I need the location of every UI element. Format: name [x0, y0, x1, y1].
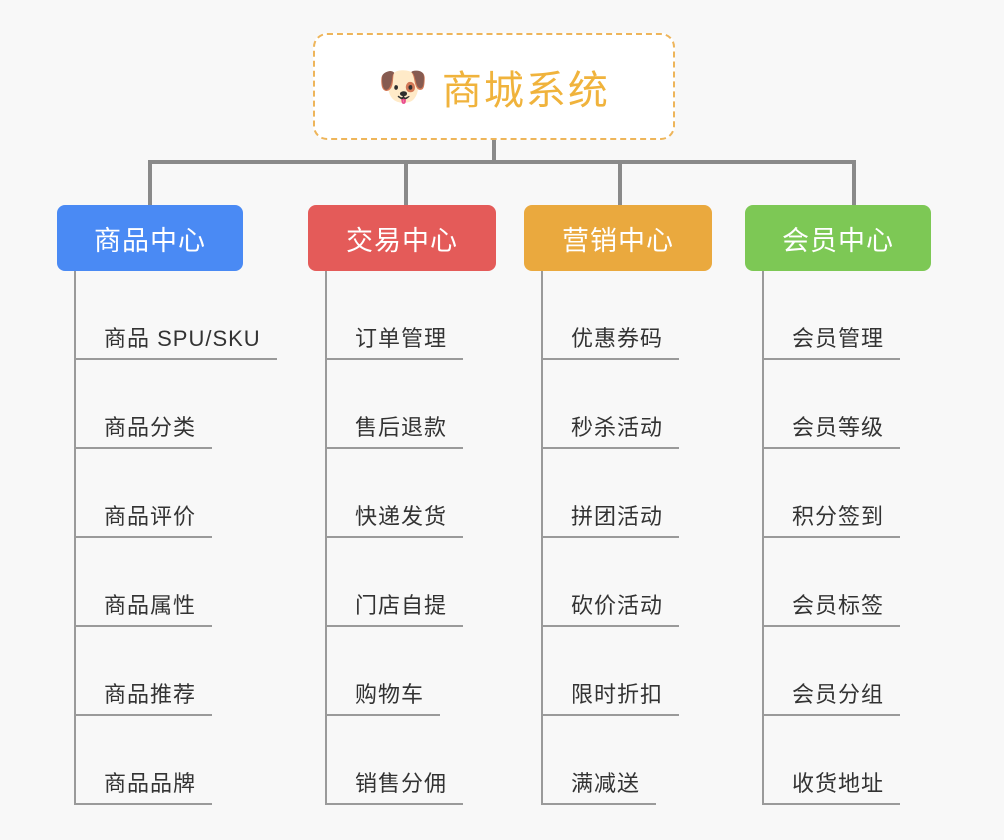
category-label: 会员中心 — [782, 225, 894, 256]
leaf-label: 限时折扣 — [543, 677, 680, 716]
root-title: 商城系统 — [441, 68, 610, 113]
category-label: 交易中心 — [346, 225, 458, 256]
leaf-label: 会员等级 — [764, 410, 901, 449]
branch-trade-center: 交易中心 订单管理 售后退款 快递发货 门店自提 购物车 销售分佣 — [308, 205, 496, 805]
leaf-label: 销售分佣 — [327, 766, 464, 805]
connector-horizontal-bar — [148, 160, 856, 164]
list-item[interactable]: 商品品牌 — [76, 716, 277, 805]
branch-marketing-center: 营销中心 优惠券码 秒杀活动 拼团活动 砍价活动 限时折扣 满减送 — [524, 205, 712, 805]
list-item[interactable]: 秒杀活动 — [543, 360, 712, 449]
connector-drop-1 — [148, 160, 152, 208]
leaf-list-trade-center: 订单管理 售后退款 快递发货 门店自提 购物车 销售分佣 — [325, 271, 496, 805]
list-item[interactable]: 拼团活动 — [543, 449, 712, 538]
list-item[interactable]: 商品属性 — [76, 538, 277, 627]
list-item[interactable]: 优惠券码 — [543, 271, 712, 360]
category-header-product-center[interactable]: 商品中心 — [57, 205, 243, 271]
category-header-member-center[interactable]: 会员中心 — [745, 205, 931, 271]
list-item[interactable]: 会员等级 — [764, 360, 931, 449]
list-item[interactable]: 商品推荐 — [76, 627, 277, 716]
leaf-label: 商品推荐 — [76, 677, 213, 716]
leaf-list-product-center: 商品 SPU/SKU 商品分类 商品评价 商品属性 商品推荐 商品品牌 — [74, 271, 277, 805]
list-item[interactable]: 销售分佣 — [327, 716, 496, 805]
shiba-dog-face-icon: 🐶 — [378, 64, 428, 109]
connector-drop-4 — [852, 160, 856, 208]
leaf-label: 商品评价 — [76, 499, 213, 538]
list-item[interactable]: 商品分类 — [76, 360, 277, 449]
leaf-label: 商品属性 — [76, 588, 213, 627]
category-header-trade-center[interactable]: 交易中心 — [308, 205, 496, 271]
branch-member-center: 会员中心 会员管理 会员等级 积分签到 会员标签 会员分组 收货地址 — [745, 205, 931, 805]
leaf-label: 售后退款 — [327, 410, 464, 449]
leaf-label: 积分签到 — [764, 499, 901, 538]
list-item[interactable]: 订单管理 — [327, 271, 496, 360]
leaf-label: 门店自提 — [327, 588, 464, 627]
list-item[interactable]: 收货地址 — [764, 716, 931, 805]
leaf-label: 商品分类 — [76, 410, 213, 449]
list-item[interactable]: 快递发货 — [327, 449, 496, 538]
list-item[interactable]: 砍价活动 — [543, 538, 712, 627]
category-label: 营销中心 — [562, 225, 674, 256]
leaf-label: 购物车 — [327, 677, 441, 716]
branch-product-center: 商品中心 商品 SPU/SKU 商品分类 商品评价 商品属性 商品推荐 商品品牌 — [57, 205, 277, 805]
leaf-label: 快递发货 — [327, 499, 464, 538]
leaf-label: 会员管理 — [764, 321, 901, 360]
list-item[interactable]: 商品 SPU/SKU — [76, 271, 277, 360]
list-item[interactable]: 满减送 — [543, 716, 712, 805]
list-item[interactable]: 售后退款 — [327, 360, 496, 449]
leaf-label: 秒杀活动 — [543, 410, 680, 449]
leaf-label: 收货地址 — [764, 766, 901, 805]
list-item[interactable]: 会员管理 — [764, 271, 931, 360]
connector-stem — [492, 140, 496, 164]
leaf-label: 订单管理 — [327, 321, 464, 360]
list-item[interactable]: 购物车 — [327, 627, 496, 716]
list-item[interactable]: 会员标签 — [764, 538, 931, 627]
connector-drop-3 — [618, 160, 622, 208]
list-item[interactable]: 门店自提 — [327, 538, 496, 627]
leaf-list-member-center: 会员管理 会员等级 积分签到 会员标签 会员分组 收货地址 — [762, 271, 931, 805]
leaf-label: 商品 SPU/SKU — [76, 321, 277, 360]
list-item[interactable]: 限时折扣 — [543, 627, 712, 716]
connector-drop-2 — [404, 160, 408, 208]
list-item[interactable]: 会员分组 — [764, 627, 931, 716]
leaf-label: 砍价活动 — [543, 588, 680, 627]
list-item[interactable]: 商品评价 — [76, 449, 277, 538]
leaf-label: 拼团活动 — [543, 499, 680, 538]
list-item[interactable]: 积分签到 — [764, 449, 931, 538]
category-header-marketing-center[interactable]: 营销中心 — [524, 205, 712, 271]
leaf-label: 会员分组 — [764, 677, 901, 716]
category-label: 商品中心 — [94, 225, 206, 256]
leaf-label: 满减送 — [543, 766, 657, 805]
leaf-label: 商品品牌 — [76, 766, 213, 805]
leaf-label: 会员标签 — [764, 588, 901, 627]
root-node[interactable]: 🐶 商城系统 — [313, 33, 675, 140]
leaf-list-marketing-center: 优惠券码 秒杀活动 拼团活动 砍价活动 限时折扣 满减送 — [541, 271, 712, 805]
leaf-label: 优惠券码 — [543, 321, 680, 360]
